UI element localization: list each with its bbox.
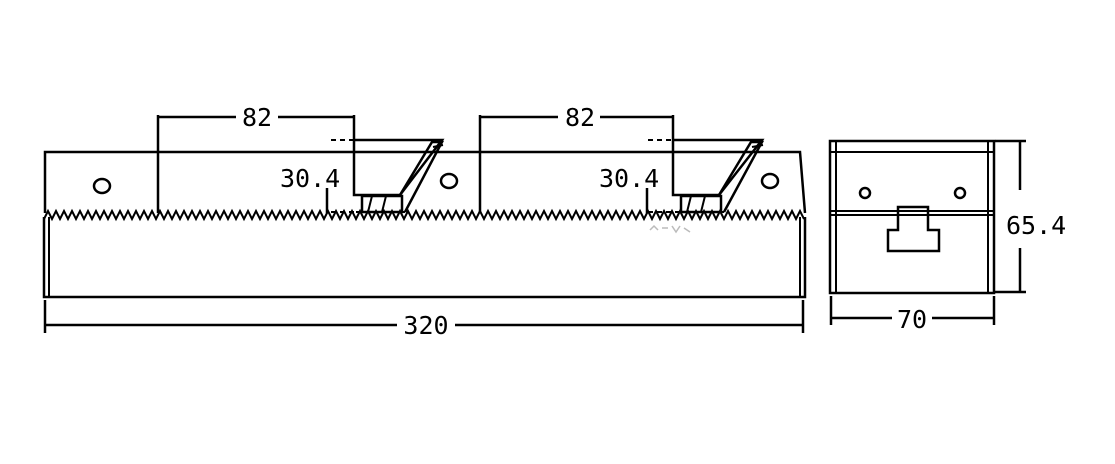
dimension-30-4-left: 30.4 <box>280 139 356 213</box>
side-view-outline <box>828 139 996 295</box>
serrated-blade-edge <box>43 208 805 222</box>
mounting-hole-left <box>92 177 112 195</box>
hook-bracket-left <box>352 138 445 214</box>
dimension-label-70: 70 <box>897 305 927 334</box>
dimension-320: 320 <box>43 300 805 340</box>
mounting-hole-middle <box>439 172 459 190</box>
dimension-30-4-right: 30.4 <box>599 139 675 213</box>
upper-plate-outline <box>43 150 807 214</box>
blade-body <box>42 217 807 299</box>
mounting-hole-right <box>760 172 780 190</box>
dimension-82-left: 82 <box>156 103 356 152</box>
dimension-65-4: 65.4 <box>995 139 1066 294</box>
front-view <box>42 138 807 299</box>
side-hook-slot <box>886 205 941 253</box>
side-view <box>828 139 996 295</box>
faint-stamp-marks <box>649 224 691 234</box>
dimension-label-320: 320 <box>403 311 448 340</box>
hook-bracket-right <box>671 138 765 214</box>
dimension-70: 70 <box>829 296 996 334</box>
side-hole-left <box>858 186 872 200</box>
dimension-label-30-4-right: 30.4 <box>599 164 659 193</box>
dimension-label-82-left: 82 <box>242 103 272 132</box>
dimension-label-82-right: 82 <box>565 103 595 132</box>
dimension-label-30-4-left: 30.4 <box>280 164 340 193</box>
dimension-82-right: 82 <box>478 103 675 152</box>
side-hole-right <box>953 186 967 200</box>
dimension-label-65-4: 65.4 <box>1006 211 1066 240</box>
